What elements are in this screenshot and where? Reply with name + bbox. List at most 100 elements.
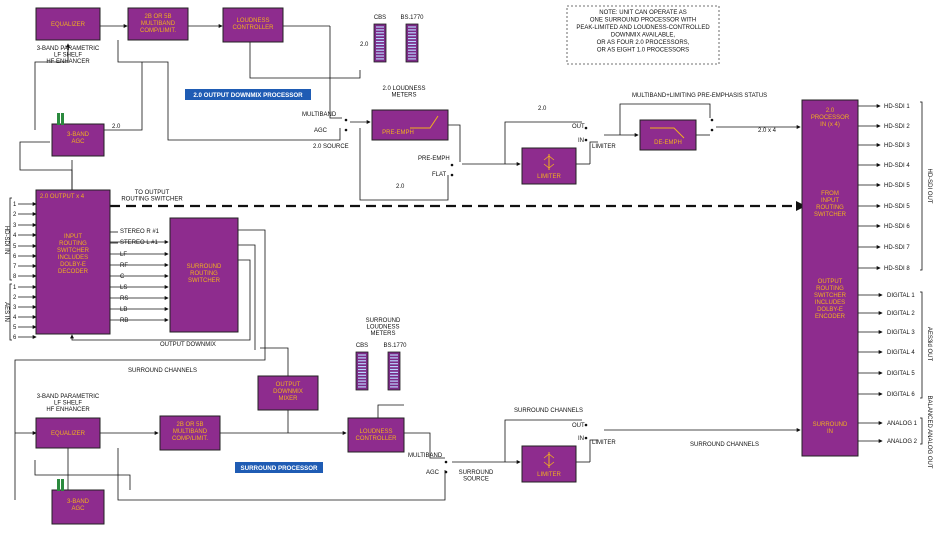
bs1770-meter-bottom xyxy=(387,351,401,391)
equalizer-top-label: EQUALIZER xyxy=(51,22,86,28)
surround-channels-mid-label: SURROUND CHANNELS xyxy=(514,408,583,414)
source-20-label: 2.0 SOURCE xyxy=(313,144,349,150)
channel-label: LB xyxy=(120,307,127,313)
limiter-bottom-label: LIMITER xyxy=(537,472,561,478)
aes-in-number: 1 xyxy=(13,285,17,291)
surround-channels-left-label: SURROUND CHANNELS xyxy=(128,368,197,374)
hd-in-number: 4 xyxy=(13,233,17,239)
digital-out-label: DIGITAL 3 xyxy=(887,330,915,336)
hd-sdi-out-label: HD-SDI 8 xyxy=(884,266,910,272)
hd-sdi-out-label: HD-SDI 3 xyxy=(884,143,910,149)
digital-out-label: DIGITAL 4 xyxy=(887,350,915,356)
multiband-switch-bottom-label: MULTIBAND xyxy=(408,453,443,459)
hd-sdi-out-label: HD-SDI 4 xyxy=(884,163,910,169)
analog-out-label: ANALOG 2 xyxy=(887,439,918,445)
aes-in-number: 5 xyxy=(13,325,17,331)
digital-out-label: DIGITAL 5 xyxy=(887,371,915,377)
channel-label: RS xyxy=(120,296,128,302)
in-top-label: IN xyxy=(578,138,584,144)
hd-sdi-in-side-label: HD-SDI IN xyxy=(3,226,9,254)
aes-in-side-label: AES IN xyxy=(3,302,9,322)
aes-in-number: 4 xyxy=(13,315,17,321)
hd-sdi-out-label: HD-SDI 2 xyxy=(884,124,910,130)
hd-sdi-out-label: HD-SDI 6 xyxy=(884,224,910,230)
hd-sdi-out-label: HD-SDI 5 xyxy=(884,204,910,210)
aes-in-numbers: 1 2 3 4 5 6 xyxy=(13,285,17,341)
aes-in-number: 3 xyxy=(13,305,17,311)
agc-switch-top-label: AGC xyxy=(314,128,328,134)
pre-emph-label: PRE-EMPH xyxy=(382,130,414,136)
equalizer-bottom: EQUALIZER xyxy=(35,417,101,449)
multiband-switch-top-label: MULTIBAND xyxy=(302,112,337,118)
digital-out-label: DIGITAL 6 xyxy=(887,392,915,398)
hd-sdi-out-label: HD-SDI 7 xyxy=(884,245,910,251)
digital-out-label: DIGITAL 2 xyxy=(887,311,915,317)
equalizer-top: EQUALIZER xyxy=(35,7,101,41)
hd-in-number: 2 xyxy=(13,212,17,218)
meter-20-label: 2.0 xyxy=(360,42,369,48)
mb-status-label: MULTIBAND+LIMITING PRE-EMPHASIS STATUS xyxy=(632,93,767,99)
channel-label: RF xyxy=(120,263,128,269)
aes-in-number: 6 xyxy=(13,335,17,341)
cbs-bottom-label: CBS xyxy=(356,343,368,349)
limiter-switch-bottom-label: LIMITER xyxy=(592,440,616,446)
bs1770-top-label: BS.1770 xyxy=(400,15,424,21)
channel-label: STEREO L #1 xyxy=(120,240,158,246)
cbs-meter-top xyxy=(373,23,387,63)
aes-out-side-label: AES3id OUT xyxy=(926,327,932,362)
channel-label: LS xyxy=(120,285,127,291)
agc-20-label: 2.0 xyxy=(112,124,121,130)
digital-out-label: DIGITAL 1 xyxy=(887,293,915,299)
hd-in-number: 5 xyxy=(13,244,17,250)
output-downmix-label: OUTPUT DOWNMIX xyxy=(160,342,216,348)
channel-label: RB xyxy=(120,318,128,324)
out-bottom-label: OUT xyxy=(572,423,585,429)
hd-in-number: 1 xyxy=(13,202,17,208)
equalizer-bottom-label: EQUALIZER xyxy=(51,431,86,437)
analog-out-label: ANALOG 1 xyxy=(887,421,918,427)
aes-in-number: 2 xyxy=(13,295,17,301)
agc-switch-bottom-label: AGC xyxy=(426,470,440,476)
flat-20-label: 2.0 xyxy=(396,184,405,190)
limiter-bottom: LIMITER xyxy=(521,445,577,483)
surround-processor-title: SURROUND PROCESSOR xyxy=(235,462,323,473)
de-emph-label: DE-EMPH xyxy=(654,140,682,146)
dashed-arrowhead xyxy=(796,201,806,211)
hd-in-number: 8 xyxy=(13,274,17,280)
output-x4-label: 2.0 OUTPUT x 4 xyxy=(40,194,85,200)
pre-emph-block: PRE-EMPH xyxy=(371,109,449,141)
pre-emph-switch-label: PRE-EMPH xyxy=(418,156,450,162)
20x4-label: 2.0 x 4 xyxy=(758,128,777,134)
channel-label: C xyxy=(120,274,125,280)
bs1770-bottom-label: BS.1770 xyxy=(383,343,407,349)
upper-20-label: 2.0 xyxy=(538,106,547,112)
hd-sdi-out-side-label: HD-SDI OUT xyxy=(926,169,932,204)
switch-contacts xyxy=(344,118,714,474)
signal-lines xyxy=(14,24,883,501)
cbs-top-label: CBS xyxy=(374,15,386,21)
limiter-top-label: LIMITER xyxy=(537,174,561,180)
